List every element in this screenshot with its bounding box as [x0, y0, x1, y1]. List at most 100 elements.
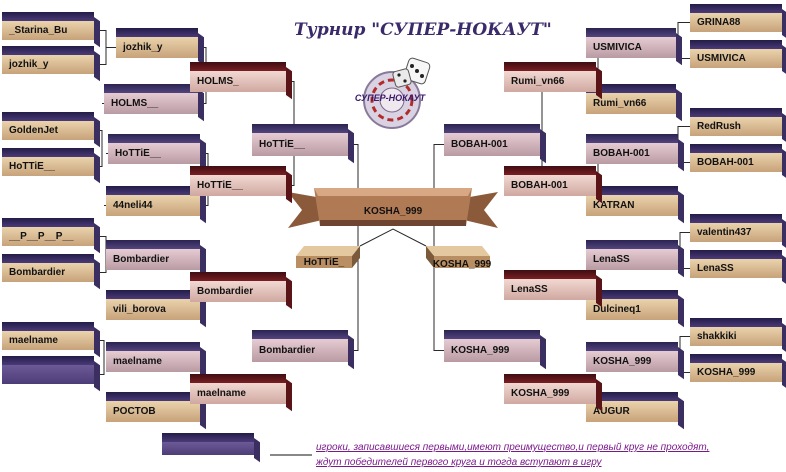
legend-note-line1: игроки, записавшиеся первыми,имеют преим…: [316, 442, 710, 453]
right-round1-slot-5: valentin437: [690, 214, 782, 242]
player-name: maelname: [190, 383, 286, 404]
player-name: Dulcineq1: [586, 299, 678, 320]
left-round1-slot-6: Bombardier: [2, 254, 94, 282]
right-round4-slot-2: KOSHA_999: [444, 330, 540, 362]
right-round3-slot-4: KOSHA_999: [504, 374, 596, 404]
left-round3-slot-4: maelname: [190, 374, 286, 404]
player-name: HoTTiE__: [252, 133, 348, 156]
legend-swatch: [162, 433, 254, 455]
right-round1-slot-1: GRINA88: [690, 4, 782, 32]
player-name: Bombardier: [2, 263, 94, 282]
player-name: LenaSS: [690, 259, 782, 278]
left-round4-slot-1: HoTTiE__: [252, 124, 348, 156]
player-name: USMIVICA: [690, 49, 782, 68]
right-round3-slot-2: BOBAH-001: [504, 166, 596, 196]
player-name: Bombardier: [252, 339, 348, 362]
right-round2-slot-7: KOSHA_999: [586, 342, 678, 372]
left-round3-slot-1: HOLMS_: [190, 62, 286, 92]
right-round3-slot-1: Rumi_vn66: [504, 62, 596, 92]
semifinal-left-name: HoTTiE_: [303, 256, 345, 268]
legend-note-line2: ждут победителей первого круга и тогда в…: [316, 457, 602, 468]
left-round1-slot-8: [2, 356, 94, 384]
right-round2-slot-2: Rumi_vn66: [586, 84, 676, 114]
right-round1-slot-3: RedRush: [690, 108, 782, 136]
dice-icon: [392, 57, 431, 88]
left-round1-slot-4: HoTTiE__: [2, 148, 94, 176]
player-name: BOBAH-001: [444, 133, 540, 156]
player-name: __P__P__P__: [2, 227, 94, 246]
player-name: vili_borova: [106, 299, 200, 320]
left-round1-slot-7: maelname: [2, 322, 94, 350]
left-round1-slot-5: __P__P__P__: [2, 218, 94, 246]
left-round2-slot-7: maelname: [106, 342, 200, 372]
player-name: Rumi_vn66: [586, 93, 676, 114]
right-round2-slot-3: BOBAH-001: [586, 134, 678, 164]
right-round2-slot-8: AUGUR: [586, 392, 678, 422]
right-round1-slot-6: LenaSS: [690, 250, 782, 278]
player-name: AUGUR: [586, 401, 678, 422]
right-round2-slot-6: Dulcineq1: [586, 290, 678, 320]
left-round3-slot-3: Bombardier: [190, 272, 286, 302]
left-round2-slot-3: HoTTiE__: [108, 134, 200, 164]
right-round1-slot-2: USMIVICA: [690, 40, 782, 68]
player-name: USMIVICA: [586, 37, 676, 58]
player-name: POCTOB: [106, 401, 200, 422]
left-round1-slot-2: jozhik_y: [2, 46, 94, 74]
player-name: HoTTiE__: [2, 157, 94, 176]
player-name: BOBAH-001: [690, 153, 782, 172]
player-name: KOSHA_999: [690, 363, 782, 382]
player-name: BOBAH-001: [586, 143, 678, 164]
player-name: 44neli44: [106, 195, 200, 216]
player-name: valentin437: [690, 223, 782, 242]
player-name: HoTTiE__: [108, 143, 200, 164]
right-round2-slot-4: KATRAN: [586, 186, 678, 216]
player-name: [2, 365, 94, 384]
right-round1-slot-4: BOBAH-001: [690, 144, 782, 172]
left-round1-slot-1: _Starina_Bu: [2, 12, 94, 40]
player-name: HOLMS__: [104, 93, 198, 114]
player-name: maelname: [106, 351, 200, 372]
player-name: LenaSS: [586, 249, 678, 270]
player-name: Rumi_vn66: [504, 71, 596, 92]
logo-text: СУПЕР-НОКАУТ: [355, 93, 427, 103]
player-name: KATRAN: [586, 195, 678, 216]
player-name: GRINA88: [690, 13, 782, 32]
left-round3-slot-2: HoTTiE__: [190, 166, 286, 196]
player-name: HoTTiE__: [190, 175, 286, 196]
left-round1-slot-3: GoldenJet: [2, 112, 94, 140]
player-name: jozhik_y: [2, 55, 94, 74]
player-name: KOSHA_999: [444, 339, 540, 362]
player-name: GoldenJet: [2, 121, 94, 140]
player-name: BOBAH-001: [504, 175, 596, 196]
player-name: Bombardier: [190, 281, 286, 302]
left-round2-slot-5: Bombardier: [106, 240, 200, 270]
page-title: Турнир "СУПЕР-НОКАУТ": [294, 20, 552, 40]
player-name: shakkiki: [690, 327, 782, 346]
player-name: KOSHA_999: [586, 351, 678, 372]
left-round2-slot-6: vili_borova: [106, 290, 200, 320]
right-round3-slot-3: LenaSS: [504, 270, 596, 300]
player-name: maelname: [2, 331, 94, 350]
player-name: RedRush: [690, 117, 782, 136]
left-round2-slot-2: HOLMS__: [104, 84, 198, 114]
right-round2-slot-5: LenaSS: [586, 240, 678, 270]
player-name: _Starina_Bu: [2, 21, 94, 40]
semifinal-right-name: KOSHA_999: [432, 258, 492, 270]
left-round2-slot-8: POCTOB: [106, 392, 200, 422]
tournament-logo: СУПЕР-НОКАУТ: [354, 52, 436, 134]
semifinal-slabs: [296, 246, 490, 268]
left-round4-slot-2: Bombardier: [252, 330, 348, 362]
player-name: HOLMS_: [190, 71, 286, 92]
player-name: Bombardier: [106, 249, 200, 270]
right-round2-slot-1: USMIVICA: [586, 28, 676, 58]
left-round2-slot-4: 44neli44: [106, 186, 200, 216]
right-round4-slot-1: BOBAH-001: [444, 124, 540, 156]
right-round1-slot-7: shakkiki: [690, 318, 782, 346]
player-name: KOSHA_999: [504, 383, 596, 404]
champion-ribbon: [288, 188, 498, 228]
champion-name: KOSHA_999: [363, 205, 423, 217]
player-name: LenaSS: [504, 279, 596, 300]
left-round2-slot-1: jozhik_y: [116, 28, 198, 58]
